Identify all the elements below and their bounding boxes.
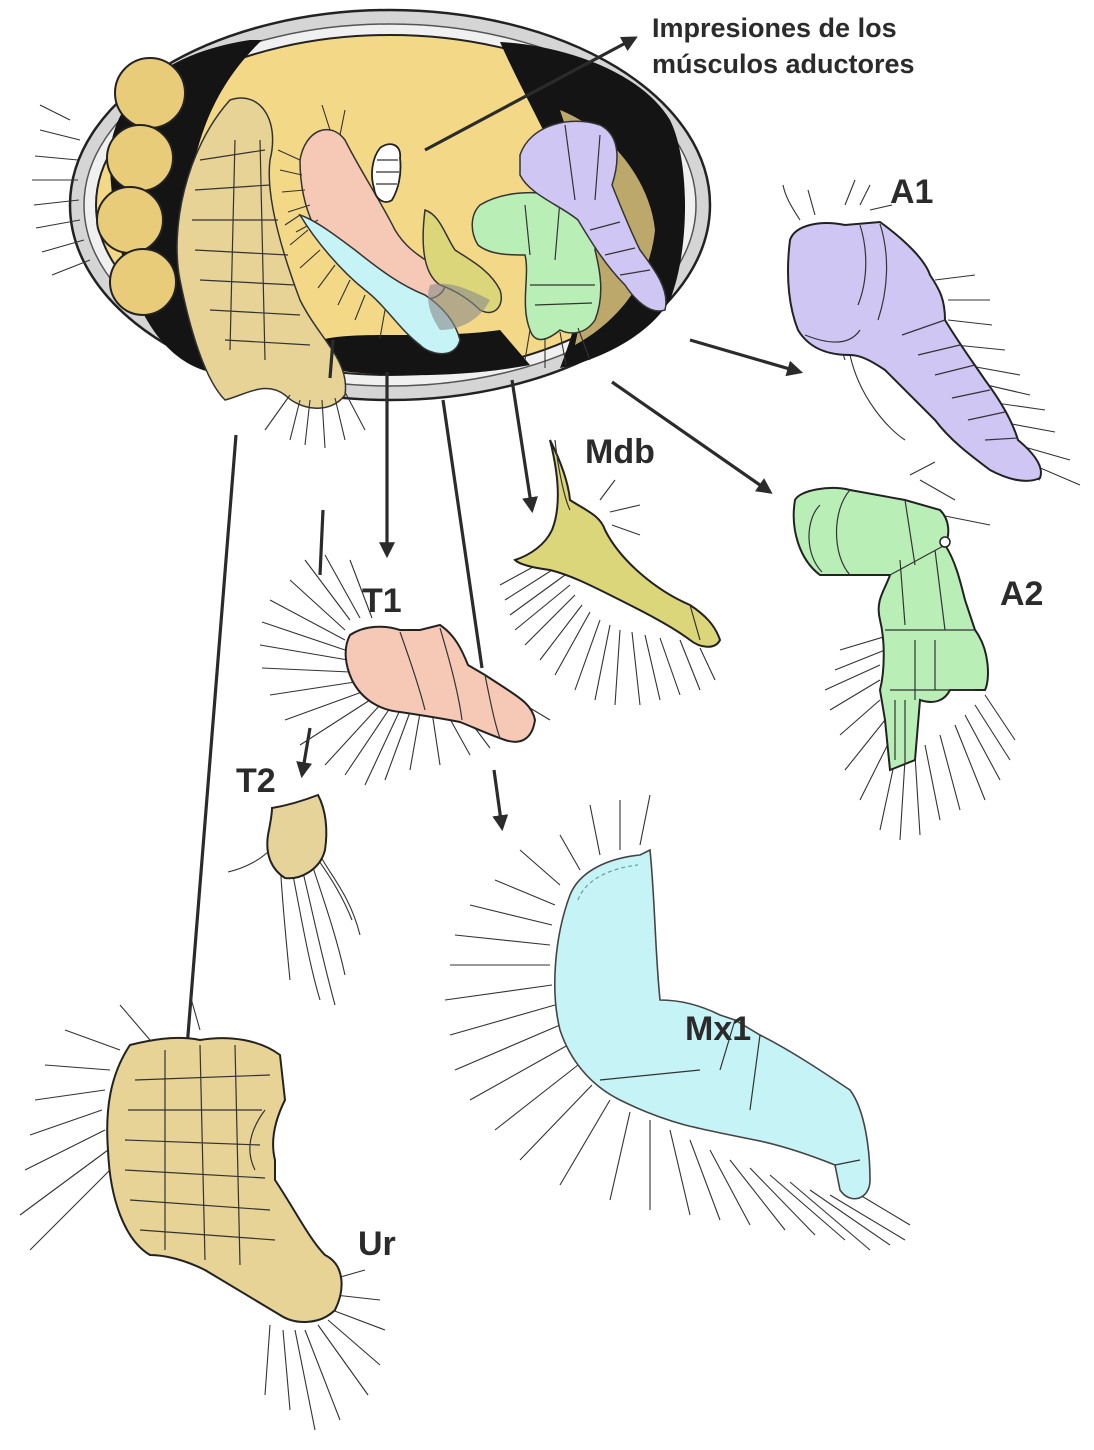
label-mdb: Mdb (585, 433, 655, 471)
arrow-to-mx1 (494, 770, 502, 828)
annotation-line-1: Impresiones de los (652, 13, 897, 43)
arrow-to-t2 (302, 728, 310, 775)
mandible-appendage (500, 440, 720, 705)
label-a1: A1 (890, 173, 933, 211)
label-t1: T1 (362, 582, 402, 620)
label-t2: T2 (236, 762, 276, 800)
mx1-appendage (445, 795, 910, 1250)
label-a2: A2 (1000, 575, 1043, 613)
arrow-segment (443, 400, 482, 668)
t1-appendage (260, 555, 550, 785)
arrow-to-mdb (512, 380, 532, 510)
arrow-to-a1 (690, 340, 800, 372)
a2-appendage (794, 462, 1015, 840)
a1-appendage (783, 180, 1080, 485)
label-ur: Ur (358, 1225, 396, 1263)
arrow-to-ur (186, 435, 236, 1060)
adductor-muscle-scars (372, 144, 401, 202)
label-mx1: Mx1 (685, 1010, 751, 1048)
arrow-segment (320, 510, 323, 575)
t2-appendage (228, 795, 360, 1005)
uropod-appendage (20, 995, 385, 1430)
annotation-line-2: músculos aductores (652, 49, 915, 79)
